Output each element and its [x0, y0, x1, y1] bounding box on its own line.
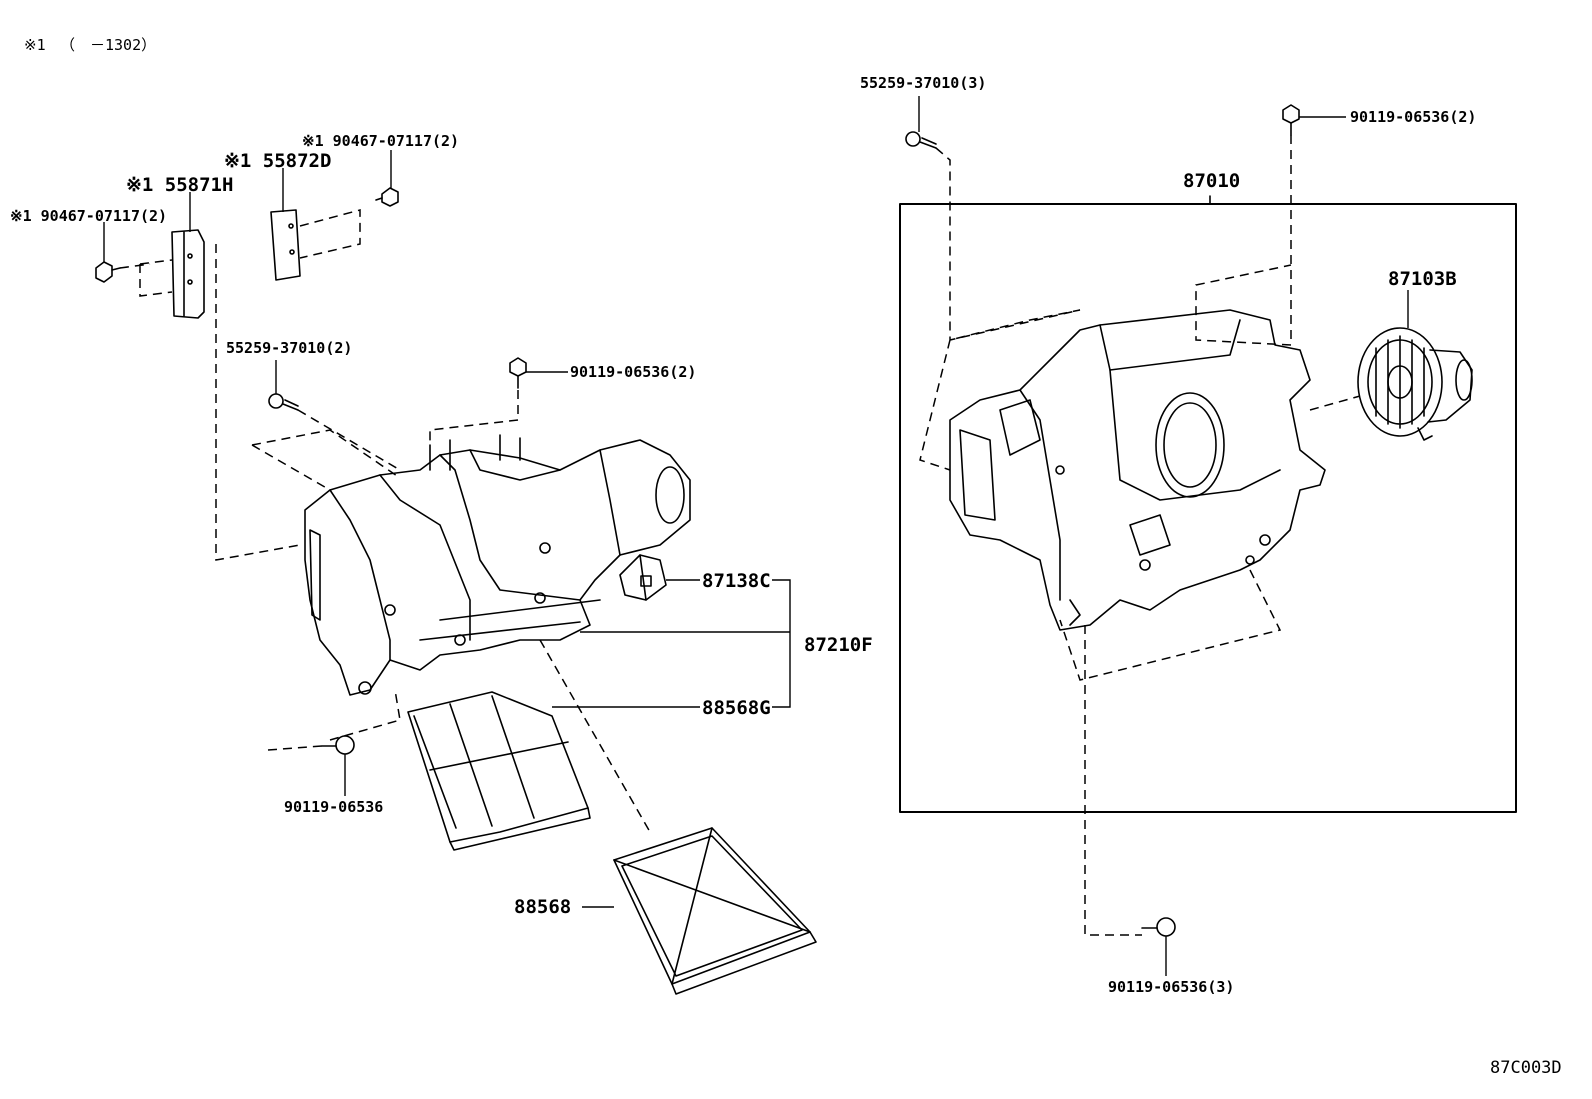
label-part-87138c: 87138C: [702, 570, 771, 592]
screw-55259-right: [905, 131, 937, 149]
assembly-87010-frame: [899, 203, 1517, 813]
blower-case-87010: [949, 309, 1326, 631]
plate-55872d: [270, 209, 301, 281]
label-part-87010: 87010: [1183, 170, 1241, 192]
screw-90467-center: [375, 187, 399, 207]
diagram-code: 87C003D: [1490, 1058, 1562, 1078]
label-screw-90467-left: ※1 90467-07117(2): [10, 207, 168, 225]
blower-housing-left: [304, 434, 691, 696]
screw-55259-left: [268, 393, 299, 411]
blower-motor-87103b: [1357, 327, 1473, 441]
label-bolt-90119-bottom-right: 90119-06536(3): [1108, 978, 1235, 996]
legend-marker: ※1: [24, 36, 46, 54]
bolt-90119-top-right: [1282, 104, 1300, 136]
label-bolt-90119-top-right: 90119-06536(2): [1350, 108, 1477, 126]
label-screw-55259-left: 55259-37010(2): [226, 339, 353, 357]
clamp-plate-55871h: [171, 229, 205, 319]
screw-90467-left: [95, 261, 121, 283]
label-part-87210f: 87210F: [804, 634, 873, 656]
legend-range: （ －1302）: [60, 36, 157, 54]
bolt-90119-bottom-right: [1141, 917, 1176, 937]
label-bolt-90119-top-left: 90119-06536(2): [570, 363, 697, 381]
label-part-88568: 88568: [514, 896, 572, 918]
bolt-90119-top-left: [509, 357, 527, 389]
label-part-55871h: ※1 55871H: [126, 174, 234, 196]
bolt-90119-bottom-left: [321, 735, 355, 755]
resistor-87138c: [619, 554, 667, 601]
label-screw-90467-center: ※1 90467-07117(2): [302, 132, 460, 150]
label-part-87103b: 87103B: [1388, 268, 1457, 290]
label-part-88568g: 88568G: [702, 697, 771, 719]
label-screw-55259-right: 55259-37010(3): [860, 74, 987, 92]
label-bolt-90119-bottom-left: 90119-06536: [284, 798, 384, 816]
filter-88568: [613, 827, 817, 995]
label-part-55872d: ※1 55872D: [224, 150, 332, 172]
filter-88568g: [407, 691, 591, 851]
